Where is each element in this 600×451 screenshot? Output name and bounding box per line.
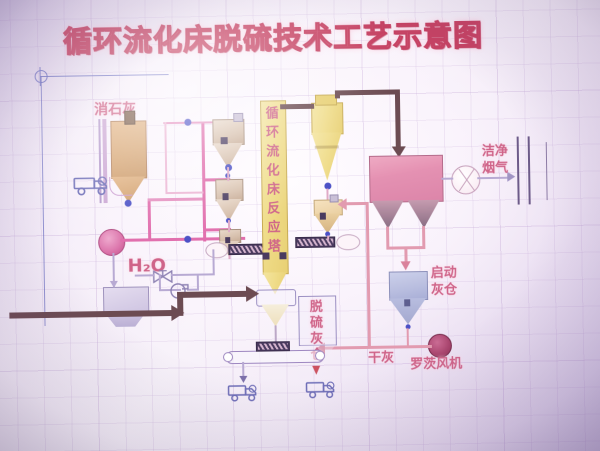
tower-char-2: 流 (266, 144, 280, 160)
lime-pipe-to-bins (147, 197, 206, 202)
cfb-reactor-tower-label: 循 环 流 化 床 反 应 塔 (260, 104, 286, 256)
water-line-pump-return (196, 275, 199, 290)
conveyor-pulley-right (314, 350, 326, 361)
screw-feeder-right (295, 236, 336, 249)
day-bin-1-inlet (233, 112, 244, 123)
cfb-venturi-housing (256, 289, 297, 307)
water-tank-body (102, 286, 150, 314)
tower-char-5: 反 (267, 201, 281, 217)
startup-ash-silo-body (388, 270, 429, 301)
cyclone-body (311, 102, 344, 135)
cyclone-to-baghouse-duct-down (394, 89, 401, 150)
day-bin-1-level-marker (220, 137, 228, 145)
label-desulf-line3: 灰 (310, 331, 324, 347)
chimney-far-wall (545, 142, 548, 201)
bin3-to-screw-pipe (228, 255, 231, 260)
lime-pipe-left-foot (165, 191, 204, 195)
tower-feed-port-right (279, 252, 287, 260)
page-title: 循环流化床脱硫技术工艺示意图 (62, 18, 484, 60)
product-truck-icon (304, 377, 340, 404)
day-bin-2-body (215, 178, 244, 202)
conveyor-pulley-left (222, 352, 234, 363)
baghouse-right-outlet-pipe (422, 226, 426, 249)
lime-pipe-node-a (184, 235, 192, 243)
cfb-inlet-cone (261, 304, 289, 326)
baghouse-hopper-left (372, 200, 404, 228)
baghouse-left-outlet-pipe (386, 226, 390, 249)
desulf-silo-discharge-arrow (312, 365, 321, 375)
label-startup-ash-silo-line2: 灰仓 (430, 282, 458, 298)
bin1-to-bin2-pipe (227, 167, 230, 182)
day-bin-3-level-marker (225, 237, 231, 244)
raw-flue-gas-duct-lower (9, 309, 175, 319)
raw-flue-gas-arrow-into-tower (245, 285, 260, 302)
water-line-from-tank (134, 274, 155, 277)
water-line-pump-drop (158, 274, 161, 291)
ash-recycle-riser (365, 201, 371, 347)
tower-char-6: 应 (267, 220, 281, 236)
chimney-left-wall (516, 136, 520, 205)
cyclone-to-baghouse-duct-top (334, 89, 400, 96)
lime-truck-hose (109, 176, 133, 196)
lime-pipe-left-drop (164, 122, 168, 195)
label-dry-ash: 干灰 (367, 350, 395, 366)
lime-pipe-node-top (184, 118, 192, 126)
lime-feeder-drive-left (205, 242, 229, 259)
conveyor-feed-chute (255, 341, 290, 352)
water-line-after-valve (170, 273, 215, 277)
startup-ash-silo-level-marker (404, 299, 411, 307)
tower-feed-port-left (262, 252, 270, 260)
induced-draft-fan (451, 165, 481, 195)
baghouse-body (368, 154, 444, 203)
label-clean-flue-gas: 洁净 烟气 (482, 143, 509, 177)
frame-line-vertical (40, 76, 46, 327)
label-desulf-line2: 硫 (309, 315, 324, 331)
startup-silo-inlet-arrow (400, 261, 411, 271)
baghouse-to-fan-duct (441, 177, 454, 181)
cyclone-cone (312, 132, 343, 180)
ash-truck-icon (226, 381, 262, 408)
water-tank-feed-arrow (109, 280, 118, 288)
chimney-right-wall (527, 136, 531, 205)
lime-truck-icon (71, 171, 113, 202)
tower-char-4: 床 (266, 182, 281, 198)
label-roots-blower: 罗茨风机 (410, 356, 463, 373)
bin2-to-bin3-pipe (227, 220, 231, 233)
return-hopper-level-marker (319, 212, 326, 220)
frame-line-horizontal (40, 74, 169, 78)
lime-pipe-riser (147, 198, 152, 241)
baghouse-hopper-right (408, 200, 440, 228)
lime-silo-roof-nozzle (124, 110, 136, 125)
day-bin-2-level-marker (222, 193, 229, 201)
label-clean-flue-gas-line1: 洁净 (481, 143, 508, 160)
cyclone-top-outlet (314, 94, 338, 106)
tower-to-cyclone-duct (280, 103, 315, 110)
lime-silo-body (110, 120, 148, 179)
raw-flue-gas-duct-upper (177, 290, 250, 298)
label-clean-flue-gas-line2: 烟气 (482, 160, 509, 177)
startup-silo-discharge-pipe (406, 328, 410, 347)
cyclone-band (314, 145, 339, 149)
lime-silo-outlet-valve (124, 199, 132, 207)
label-desulf-line1: 脱 (309, 299, 323, 315)
crosshair-icon (34, 69, 48, 84)
label-startup-ash-silo: 启动 灰仓 (431, 265, 458, 299)
day-bin-1-body (212, 118, 245, 146)
clean-gas-arrow-head (507, 171, 516, 182)
tower-char-1: 环 (265, 125, 280, 141)
ash-recycle-arrow-head (337, 198, 347, 211)
water-line-riser-to-header (212, 249, 215, 276)
ash-conveyor-belt (225, 349, 325, 365)
label-startup-ash-silo-line1: 启动 (430, 265, 457, 281)
tower-char-3: 化 (266, 163, 280, 179)
ash-feeder-drive-right (336, 234, 361, 251)
return-hopper-to-screw-pipe (327, 235, 330, 240)
screw-feeder-left (228, 243, 265, 256)
